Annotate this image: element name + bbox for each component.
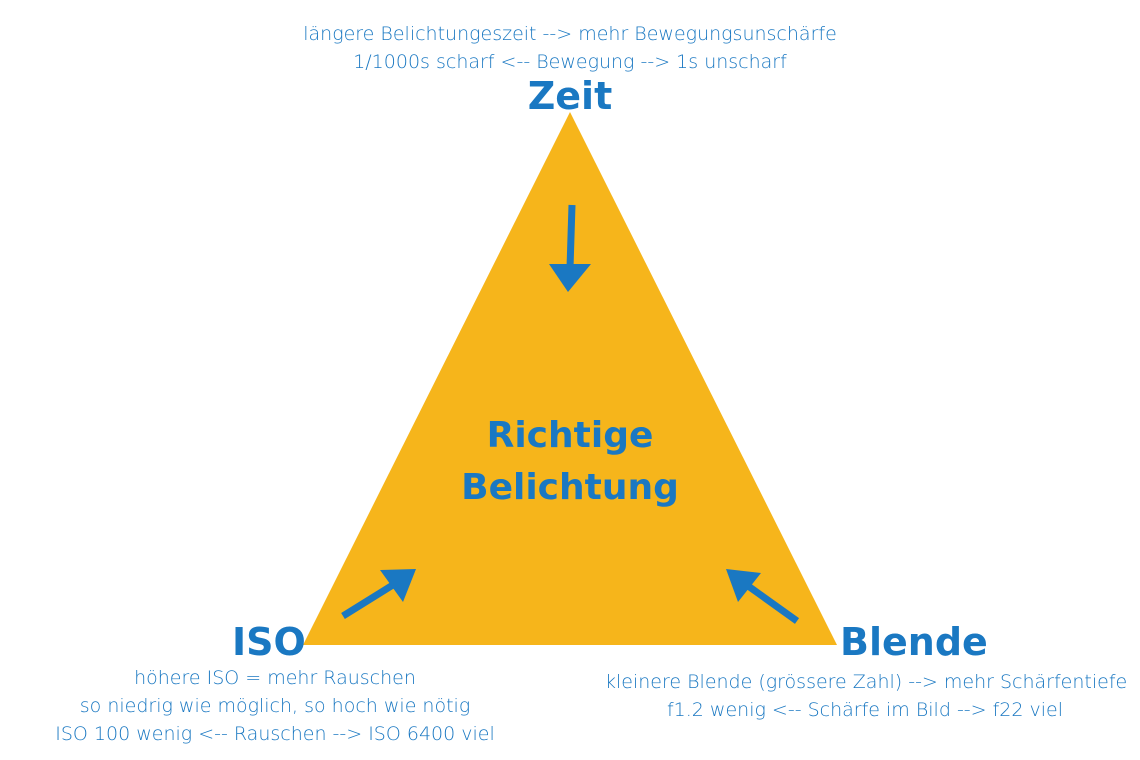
center-label-line1: Richtige [486,415,654,456]
blende-description: kleinere Blende (grössere Zahl) --> mehr… [605,668,1128,724]
iso-description: höhere ISO = mehr Rauschen so niedrig wi… [40,664,510,748]
zeit-label: Zeit [527,74,613,118]
zeit-description-line1: längere Belichtungeszeit --> mehr Bewegu… [303,23,837,45]
blende-label: Blende [840,620,988,664]
iso-label: ISO [232,620,306,664]
center-label-line2: Belichtung [461,467,679,508]
arrow-up-left-icon [726,569,800,624]
zeit-description: längere Belichtungeszeit --> mehr Bewegu… [270,20,870,76]
blende-description-line2: f1.2 wenig <-- Schärfe im Bild --> f22 v… [666,699,1064,721]
blende-description-line1: kleinere Blende (grössere Zahl) --> mehr… [605,671,1128,693]
iso-description-line3: ISO 100 wenig <-- Rauschen --> ISO 6400 … [55,723,495,745]
iso-description-line1: höhere ISO = mehr Rauschen [134,667,416,689]
zeit-description-line2: 1/1000s scharf <-- Bewegung --> 1s unsch… [353,51,787,73]
center-label: Richtige Belichtung [420,410,720,514]
iso-description-line2: so niedrig wie möglich, so hoch wie nöti… [79,695,471,717]
arrow-down-icon [549,204,591,292]
exposure-triangle [303,112,837,645]
arrow-up-right-icon [341,569,416,619]
